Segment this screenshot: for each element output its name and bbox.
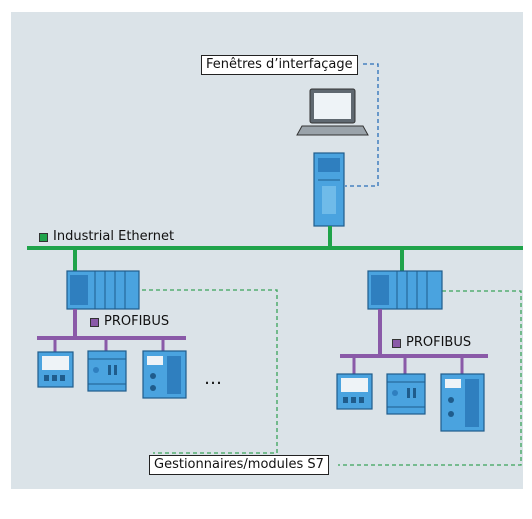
profibus-left-legend: PROFIBUS <box>90 314 169 330</box>
manager-link-right <box>338 290 522 466</box>
ethernet-label: Industrial Ethernet <box>53 229 175 244</box>
managers-label: Gestionnaires/modules S7 <box>149 455 329 475</box>
drive-icon <box>142 350 187 399</box>
profibus-right-label: PROFIBUS <box>406 335 472 350</box>
module-icon <box>386 373 426 415</box>
profibus-swatch <box>392 338 401 348</box>
module-icon <box>87 350 127 392</box>
ethernet-swatch <box>39 232 48 242</box>
plc-left-icon <box>66 270 140 310</box>
plc-right-icon <box>367 270 443 310</box>
laptop-icon <box>296 88 369 136</box>
profibus-swatch <box>90 317 99 327</box>
relay-icon <box>37 351 74 388</box>
diagram-panel <box>11 12 523 489</box>
hmi-label: Fenêtres d’interfaçage <box>201 55 358 75</box>
more-devices-ellipsis: … <box>204 368 224 389</box>
hmi-link <box>345 63 379 187</box>
profibus-left-label: PROFIBUS <box>104 314 170 329</box>
manager-link-left <box>142 289 278 454</box>
relay-icon <box>336 373 373 410</box>
controller-icon <box>313 152 345 227</box>
drive-icon <box>440 373 485 432</box>
ethernet-legend: Industrial Ethernet <box>39 229 174 245</box>
profibus-right-legend: PROFIBUS <box>392 335 471 351</box>
